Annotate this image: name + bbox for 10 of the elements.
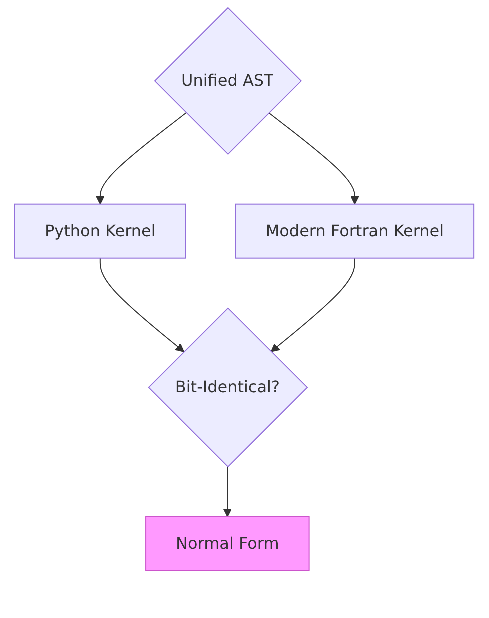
node-diamond: Unified AST <box>154 7 302 156</box>
node-box: Modern Fortran Kernel <box>235 204 475 259</box>
arrow <box>268 112 360 205</box>
arrow <box>223 466 232 518</box>
node-diamond: Bit-Identical? <box>148 308 308 468</box>
arrow <box>96 112 187 205</box>
node-box: Normal Form <box>146 516 310 572</box>
arrow <box>270 258 356 352</box>
arrow <box>100 258 184 352</box>
node-box: Python Kernel <box>14 204 186 259</box>
